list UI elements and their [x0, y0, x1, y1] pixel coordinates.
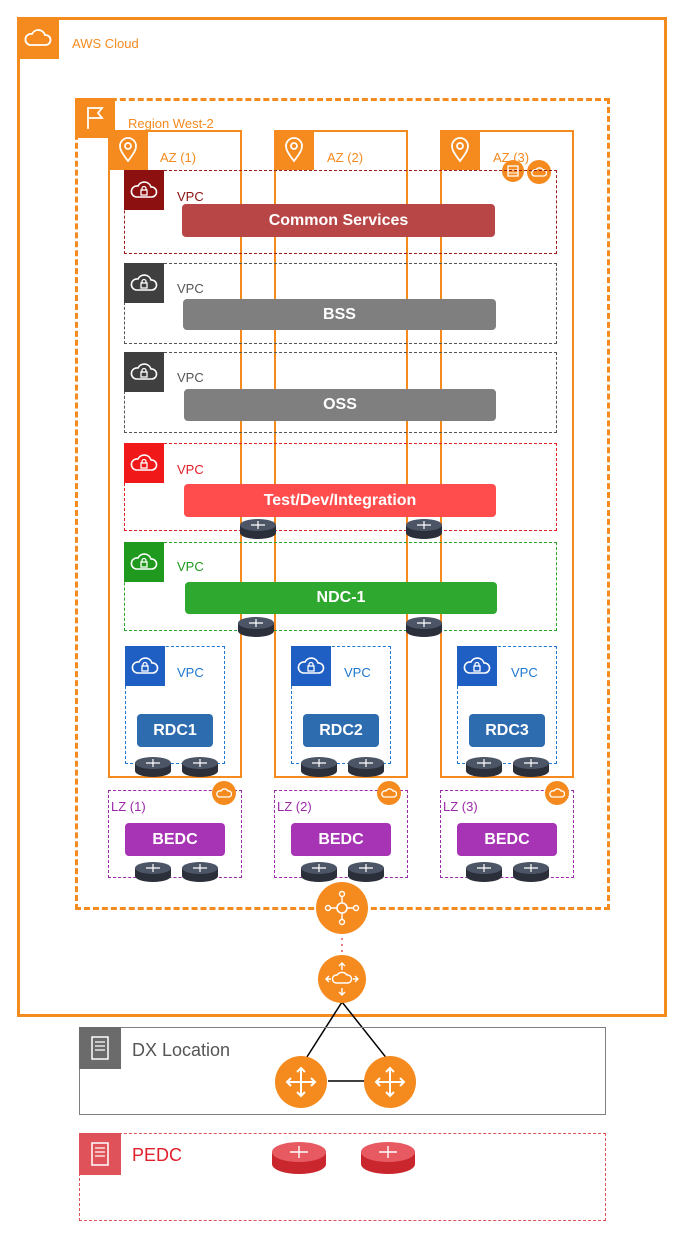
router-icon	[135, 757, 171, 777]
local-zone-cloud-icon	[377, 781, 401, 805]
az-column	[108, 130, 242, 778]
router-icon	[238, 617, 274, 637]
vpc-icon	[124, 352, 164, 392]
az-label: AZ (2)	[327, 150, 364, 165]
bss-bar: BSS	[183, 299, 496, 330]
vpc-icon	[125, 646, 165, 686]
local-zone-1	[108, 790, 242, 878]
vpc-rdc1	[125, 646, 225, 764]
dx-location-title: DX Location	[132, 1040, 231, 1060]
router-icon	[406, 519, 442, 539]
pedc-router-icon	[361, 1142, 415, 1174]
dx-router-icon	[275, 1056, 327, 1108]
router-icon	[301, 757, 337, 777]
az-location-icon	[274, 130, 314, 170]
bedc-bar: BEDC	[457, 823, 557, 856]
local-zone-2	[274, 790, 408, 878]
aws-cloud-icon	[17, 17, 59, 59]
direct-connect-gateway-icon	[318, 955, 366, 1003]
router-icon	[182, 757, 218, 777]
router-icon	[348, 757, 384, 777]
vpc-icon	[124, 542, 164, 582]
vpc-label: VPC	[177, 189, 204, 204]
local-zone-3	[440, 790, 574, 878]
aws-cloud-title: AWS Cloud	[72, 36, 139, 51]
vpc-icon	[124, 443, 164, 483]
az-location-icon	[440, 130, 480, 170]
server-icon	[79, 1027, 121, 1069]
vpc-bss	[124, 263, 557, 344]
vpc-icon	[457, 646, 497, 686]
region-title: Region West-2	[128, 116, 214, 131]
pedc-group	[79, 1133, 606, 1221]
az-column	[440, 130, 574, 778]
vpc-label: VPC	[177, 665, 204, 680]
lz-label: LZ (1)	[111, 799, 146, 814]
vpc-icon	[291, 646, 331, 686]
vpc-rdc3	[457, 646, 557, 764]
dx-location-group	[79, 1027, 606, 1115]
lz-label: LZ (3)	[443, 799, 478, 814]
az-label: AZ (3)	[493, 150, 530, 165]
az-column	[274, 130, 408, 778]
router-icon	[466, 757, 502, 777]
router-icon	[466, 862, 502, 882]
rdc3-bar: RDC3	[469, 714, 545, 747]
oss-bar: OSS	[184, 389, 496, 421]
cloud-gateway-icon	[527, 160, 551, 184]
az-label: AZ (1)	[160, 150, 197, 165]
router-icon	[135, 862, 171, 882]
vpc-label: VPC	[511, 665, 538, 680]
local-zone-cloud-icon	[212, 781, 236, 805]
rdc2-bar: RDC2	[303, 714, 379, 747]
rdc1-bar: RDC1	[137, 714, 213, 747]
bedc-bar: BEDC	[125, 823, 225, 856]
router-icon	[406, 617, 442, 637]
router-icon	[301, 862, 337, 882]
transit-gateway-icon	[316, 882, 368, 934]
router-icon	[513, 757, 549, 777]
test-dev-integration-bar: Test/Dev/Integration	[184, 484, 496, 517]
router-icon	[348, 862, 384, 882]
vpc-label: VPC	[177, 370, 204, 385]
vpc-icon	[124, 170, 164, 210]
ndc-1-bar: NDC-1	[185, 582, 497, 614]
dx-router-icon	[364, 1056, 416, 1108]
pedc-router-icon	[272, 1142, 326, 1174]
router-icon	[240, 519, 276, 539]
vpc-test-dev-integration	[124, 443, 557, 531]
pedc-title: PEDC	[132, 1145, 183, 1165]
router-icon	[182, 862, 218, 882]
vpc-label: VPC	[177, 462, 204, 477]
vpc-label: VPC	[177, 281, 204, 296]
az-location-icon	[108, 130, 148, 170]
bedc-bar: BEDC	[291, 823, 391, 856]
vpc-oss	[124, 352, 557, 433]
vpc-label: VPC	[177, 559, 204, 574]
common-services-bar: Common Services	[182, 204, 495, 237]
server-icon	[79, 1133, 121, 1175]
vpc-icon	[124, 263, 164, 303]
vpc-rdc2	[291, 646, 391, 764]
vpc-label: VPC	[344, 665, 371, 680]
vpc-ndc-1	[124, 542, 557, 631]
lz-label: LZ (2)	[277, 799, 312, 814]
vpc-common-services	[124, 170, 557, 254]
router-icon	[513, 862, 549, 882]
local-zone-cloud-icon	[545, 781, 569, 805]
